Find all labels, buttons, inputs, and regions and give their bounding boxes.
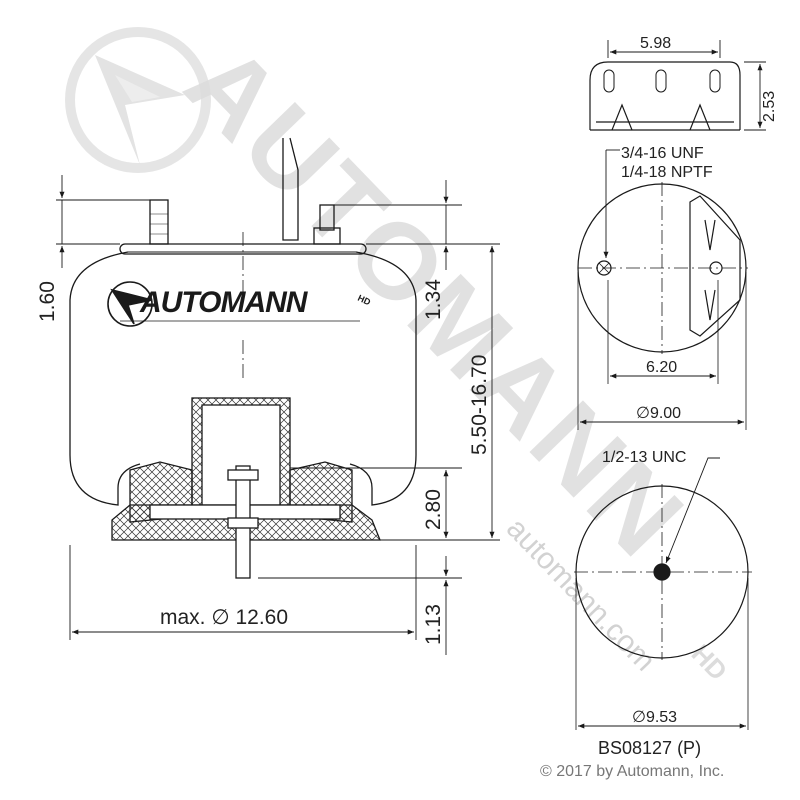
dim-stud-height: 1.60 [36,281,59,322]
slot-icon [655,69,667,93]
dim-bracket-height: 1.34 [422,279,445,320]
automann-logo-icon [107,281,153,327]
copyright: © 2017 by Automann, Inc. [540,763,724,780]
dim-piston-height: 2.80 [422,489,445,530]
callout-bottom-thread: 1/2-13 UNC [602,449,686,466]
dim-top-plate-width: 5.98 [640,35,671,52]
watermark-logo-icon [65,27,211,173]
side-dimensions [56,175,500,655]
air-fitting-icon [596,260,612,276]
left-stud [149,199,169,245]
dim-bottom-view-diameter: ∅9.53 [632,709,677,726]
side-dimension-labels: 1.60 1.34 5.50-16.70 2.80 1.13 max. ∅ 12… [36,279,491,645]
watermark-suffix: HD [686,638,734,686]
dim-top-view-diameter: ∅9.00 [636,405,681,422]
callout-air-fitting-2: 1/4-18 NPTF [621,164,713,181]
slot-icon [603,69,615,93]
right-stud [319,204,335,231]
side-logo: AUTOMANN HD [107,281,373,327]
dim-working-range: 5.50-16.70 [468,355,491,455]
callout-air-fitting-1: 3/4-16 UNF [621,145,704,162]
top-view [577,149,748,430]
top-plate-view [589,40,766,131]
side-view [69,137,417,579]
dim-max-diameter: max. ∅ 12.60 [160,606,288,629]
logo-brand: AUTOMANN [139,286,309,319]
side-bracket [282,137,299,241]
bellows-outline [69,251,417,506]
part-number: BS08127 (P) [598,738,701,758]
slot-icon [709,69,721,93]
dim-bottom-stud: 1.13 [422,604,445,645]
stud-hole-icon [709,261,723,275]
dim-top-plate-height: 2.53 [761,91,778,122]
center-thread-icon [653,563,671,581]
bottom-view [574,457,752,730]
top-view-bracket [689,195,741,337]
dim-top-view-spacing: 6.20 [646,359,677,376]
